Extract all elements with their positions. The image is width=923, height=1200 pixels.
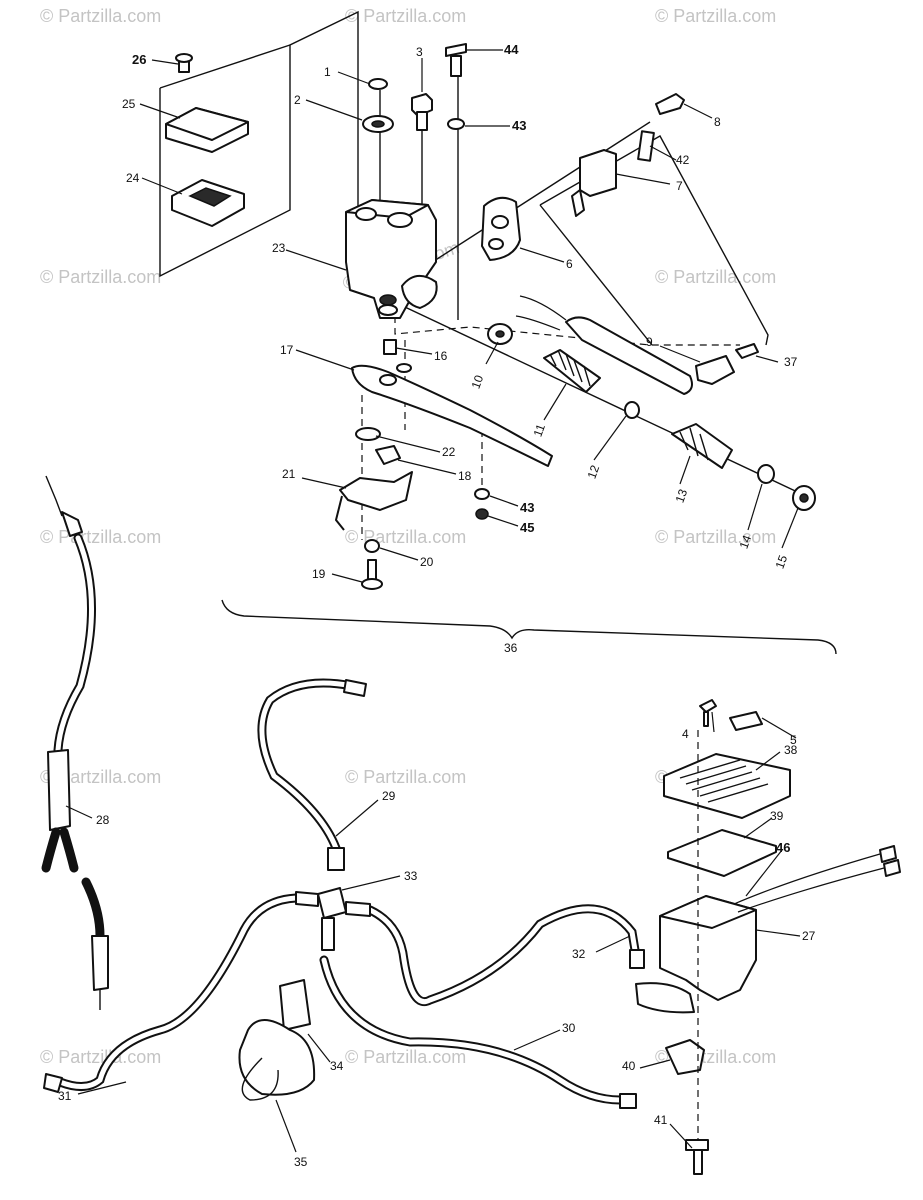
callout-11: 11 <box>531 422 549 439</box>
callout-labels: 1 2 3 4 5 6 7 8 9 10 11 12 13 14 15 16 1… <box>58 42 816 1169</box>
callout-43-lower: 43 <box>520 500 534 515</box>
callout-31: 31 <box>58 1089 72 1103</box>
callout-36: 36 <box>504 641 518 655</box>
top-fasteners <box>362 43 467 133</box>
callout-12: 12 <box>585 463 603 481</box>
callout-17: 17 <box>280 343 294 357</box>
group-bracket <box>221 599 837 655</box>
watermark: © Partzilla.com <box>40 527 161 547</box>
callout-27: 27 <box>802 929 816 943</box>
callout-4: 4 <box>682 727 689 741</box>
callout-45: 45 <box>520 520 534 535</box>
callout-14: 14 <box>737 533 755 551</box>
brake-hoses <box>43 678 645 1109</box>
right-bracket-parts <box>481 93 685 261</box>
callout-19: 19 <box>312 567 326 581</box>
callout-9: 9 <box>646 335 653 349</box>
watermark-layer: © Partzilla.com © Partzilla.com © Partzi… <box>40 6 776 1067</box>
callout-10: 10 <box>469 373 487 391</box>
callout-30: 30 <box>562 1021 576 1035</box>
callout-34: 34 <box>330 1059 344 1073</box>
watermark: © Partzilla.com <box>655 527 776 547</box>
callout-23: 23 <box>272 241 286 255</box>
callout-2: 2 <box>294 93 301 107</box>
callout-1: 1 <box>324 65 331 79</box>
watermark: © Partzilla.com <box>40 1047 161 1067</box>
watermark: © Partzilla.com <box>40 267 161 287</box>
callout-15: 15 <box>773 553 791 571</box>
callout-35: 35 <box>294 1155 308 1169</box>
watermark: © Partzilla.com <box>40 6 161 26</box>
watermark: © Partzilla.com <box>655 267 776 287</box>
callout-25: 25 <box>122 97 136 111</box>
reservoir-parts <box>165 53 249 227</box>
callout-7: 7 <box>676 179 683 193</box>
callout-21: 21 <box>282 467 296 481</box>
axis-lines <box>379 75 809 498</box>
callout-29: 29 <box>382 789 396 803</box>
callout-24: 24 <box>126 171 140 185</box>
callout-41: 41 <box>654 1113 668 1127</box>
callout-3: 3 <box>416 45 423 59</box>
callout-20: 20 <box>420 555 434 569</box>
callout-28: 28 <box>96 813 110 827</box>
callout-5: 5 <box>790 733 797 747</box>
callout-38: 38 <box>784 743 798 757</box>
callout-6: 6 <box>566 257 573 271</box>
leader-lines <box>65 49 801 1153</box>
callout-13: 13 <box>673 487 691 505</box>
callout-16: 16 <box>434 349 448 363</box>
watermark: © Partzilla.com <box>345 6 466 26</box>
callout-32: 32 <box>572 947 586 961</box>
callout-26: 26 <box>132 52 146 67</box>
watermark: © Partzilla.com <box>345 1047 466 1067</box>
callout-22: 22 <box>442 445 456 459</box>
callout-37: 37 <box>784 355 798 369</box>
watermark: © Partzilla.com <box>40 767 161 787</box>
callout-40: 40 <box>622 1059 636 1073</box>
lower-fasteners <box>335 339 490 590</box>
watermark: © Partzilla.com <box>345 527 466 547</box>
brake-lever <box>351 363 553 467</box>
master-cylinder-body <box>345 199 438 319</box>
brake-switch <box>487 295 759 395</box>
callout-46: 46 <box>776 840 790 855</box>
plunger-parts <box>543 349 816 511</box>
callout-33: 33 <box>404 869 418 883</box>
callout-8: 8 <box>714 115 721 129</box>
callout-43-top: 43 <box>512 118 526 133</box>
front-master-cylinder <box>635 699 901 1175</box>
rear-caliper-boot <box>238 979 316 1101</box>
callout-39: 39 <box>770 809 784 823</box>
callout-42: 42 <box>676 153 690 167</box>
watermark: © Partzilla.com <box>655 6 776 26</box>
tee-fitting <box>295 887 371 951</box>
callout-18: 18 <box>458 469 472 483</box>
watermark: © Partzilla.com <box>345 767 466 787</box>
callout-44: 44 <box>504 42 519 57</box>
brake-cable <box>41 475 109 1010</box>
